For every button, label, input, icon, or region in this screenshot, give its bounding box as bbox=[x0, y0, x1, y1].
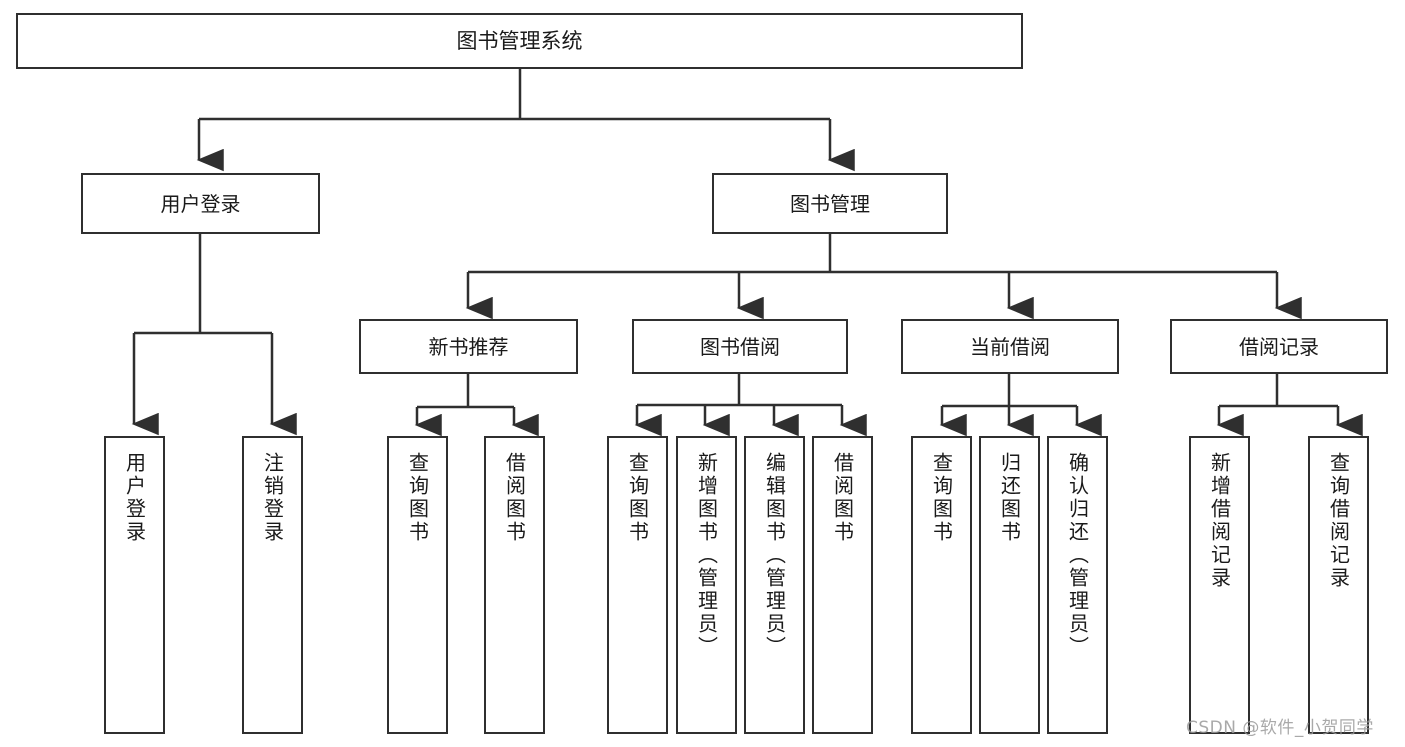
node-label: 新书推荐 bbox=[428, 334, 509, 359]
node-new-book-recommend[interactable]: 新书推荐 bbox=[359, 319, 578, 374]
leaf-return-book[interactable]: 归还图书 bbox=[979, 436, 1040, 734]
node-label: 借阅记录 bbox=[1239, 334, 1319, 359]
node-label: 图书管理 bbox=[790, 191, 870, 216]
node-book-borrow[interactable]: 图书借阅 bbox=[632, 319, 848, 374]
node-label: 借阅图书 bbox=[830, 452, 855, 544]
node-label: 借阅图书 bbox=[502, 452, 527, 544]
leaf-borrow-book[interactable]: 借阅图书 bbox=[812, 436, 873, 734]
leaf-query-book-current[interactable]: 查询图书 bbox=[911, 436, 972, 734]
node-label: 查询图书 bbox=[625, 452, 650, 544]
leaf-confirm-return-admin[interactable]: 确认归还（管理员） bbox=[1047, 436, 1108, 734]
node-label: 确认归还（管理员） bbox=[1065, 452, 1090, 659]
leaf-query-book-recommend[interactable]: 查询图书 bbox=[387, 436, 448, 734]
leaf-add-book-admin[interactable]: 新增图书（管理员） bbox=[676, 436, 737, 734]
node-label: 当前借阅 bbox=[970, 334, 1050, 359]
leaf-add-borrow-record[interactable]: 新增借阅记录 bbox=[1189, 436, 1250, 734]
leaf-query-book-borrow[interactable]: 查询图书 bbox=[607, 436, 668, 734]
node-label: 注销登录 bbox=[260, 452, 285, 544]
node-label: 查询图书 bbox=[405, 452, 430, 544]
leaf-borrow-book-recommend[interactable]: 借阅图书 bbox=[484, 436, 545, 734]
node-label: 图书管理系统 bbox=[456, 28, 583, 53]
node-user-login[interactable]: 用户登录 bbox=[81, 173, 320, 234]
leaf-edit-book-admin[interactable]: 编辑图书（管理员） bbox=[744, 436, 805, 734]
node-label: 新增借阅记录 bbox=[1207, 452, 1232, 590]
node-label: 查询图书 bbox=[929, 452, 954, 544]
node-label: 归还图书 bbox=[997, 452, 1022, 544]
node-label: 查询借阅记录 bbox=[1326, 452, 1351, 590]
node-current-borrow[interactable]: 当前借阅 bbox=[901, 319, 1119, 374]
leaf-user-login[interactable]: 用户登录 bbox=[104, 436, 165, 734]
watermark: CSDN @软件_小贺同学 bbox=[1186, 718, 1374, 738]
leaf-query-borrow-record[interactable]: 查询借阅记录 bbox=[1308, 436, 1369, 734]
leaf-user-logout[interactable]: 注销登录 bbox=[242, 436, 303, 734]
node-label: 编辑图书（管理员） bbox=[762, 452, 787, 659]
node-label: 用户登录 bbox=[122, 452, 147, 544]
node-root-book-management-system[interactable]: 图书管理系统 bbox=[16, 13, 1023, 69]
node-label: 新增图书（管理员） bbox=[694, 452, 719, 659]
node-book-management[interactable]: 图书管理 bbox=[712, 173, 948, 234]
node-borrow-record[interactable]: 借阅记录 bbox=[1170, 319, 1388, 374]
node-label: 图书借阅 bbox=[700, 334, 780, 359]
node-label: 用户登录 bbox=[160, 191, 241, 216]
